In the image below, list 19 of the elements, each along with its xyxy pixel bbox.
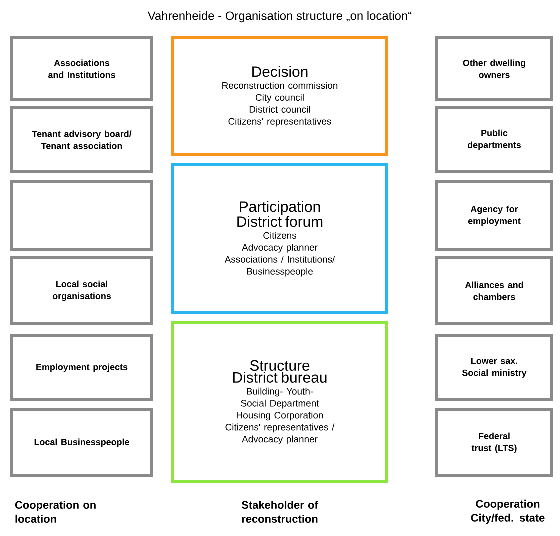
partner-box: Associations and Institutions (10, 36, 154, 102)
partner-box: Alliances and chambers (436, 256, 554, 326)
partner-box: Federal trust (LTS) (436, 408, 554, 478)
level-box: Structure District bureau Building- Youth- Social Department Housing Corporation Citizens' representatives / Advocacy planner (172, 322, 388, 484)
title: Vahrenheide - Organisation structure „on location“ (148, 11, 412, 23)
partner-box: Agency for employment (436, 180, 554, 252)
partner-box: Other dwelling owners (436, 36, 554, 102)
level-box: Decision Reconstruction commission City council District council Citizens' representatives (172, 36, 388, 156)
partner-box: Employment projects (10, 334, 154, 402)
partner-box: Local social organisations (10, 256, 154, 326)
column-caption: Cooperation on location (15, 501, 96, 523)
partner-box: Public departments (436, 106, 554, 174)
column-caption: Stakeholder of reconstruction (242, 501, 318, 523)
partner-box: Local Businesspeople (10, 408, 154, 478)
partner-box (10, 180, 154, 252)
column-caption: Cooperation City/fed. state (471, 500, 545, 524)
partner-box: Tenant advisory board/ Tenant association (10, 106, 154, 174)
partner-box: Lower sax. Social ministry (436, 334, 554, 402)
level-box: Participation District forum Citizens Advocacy planner Associations / Institutions/ Businesspeople (172, 164, 388, 314)
